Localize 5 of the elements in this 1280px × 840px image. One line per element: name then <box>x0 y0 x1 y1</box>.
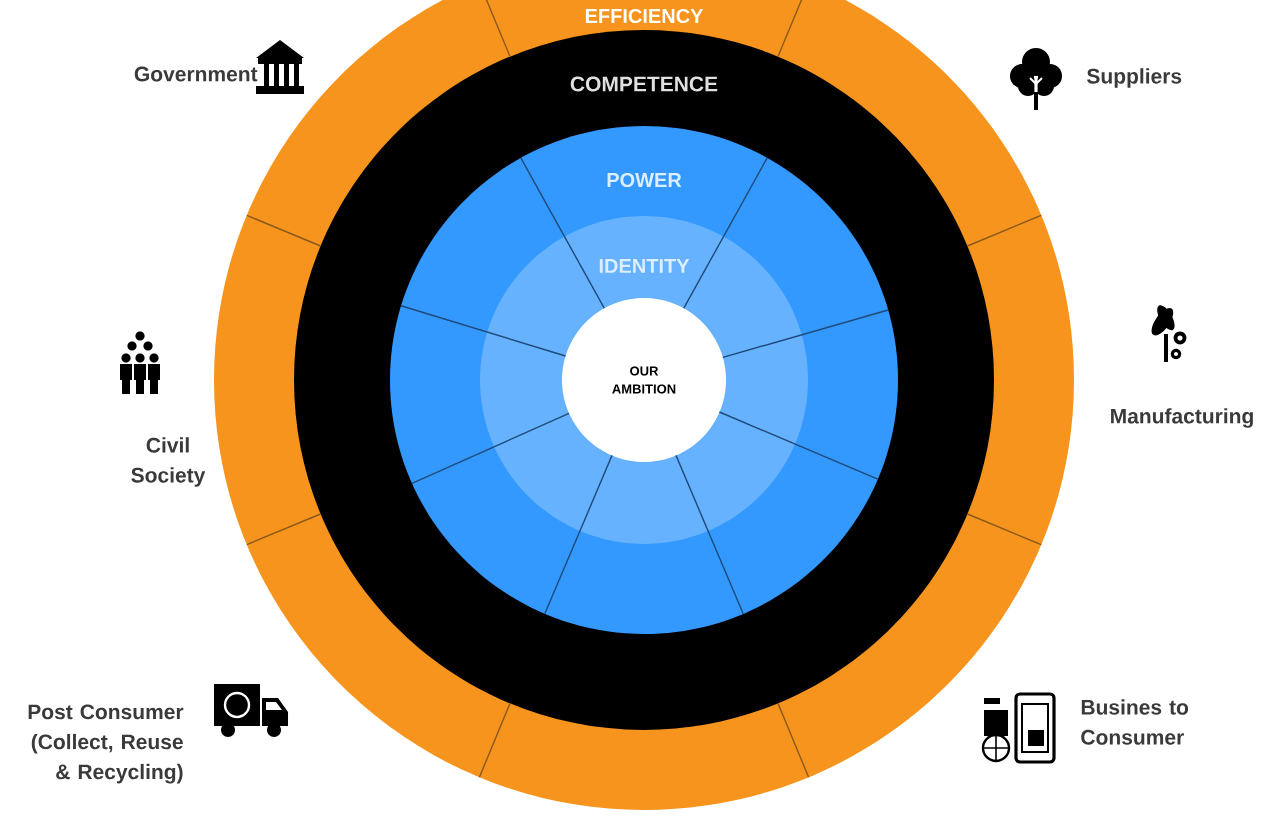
stakeholder-label: Busines to Consumer <box>1081 699 1189 745</box>
stakeholder-label: Suppliers <box>1087 68 1182 88</box>
stakeholder-label: Post Consumer (Collect, Reuse & Recycling) <box>28 704 184 784</box>
stakeholder-label: Civil Society <box>131 437 206 487</box>
stakeholder-label: Manufacturing <box>1111 408 1253 428</box>
